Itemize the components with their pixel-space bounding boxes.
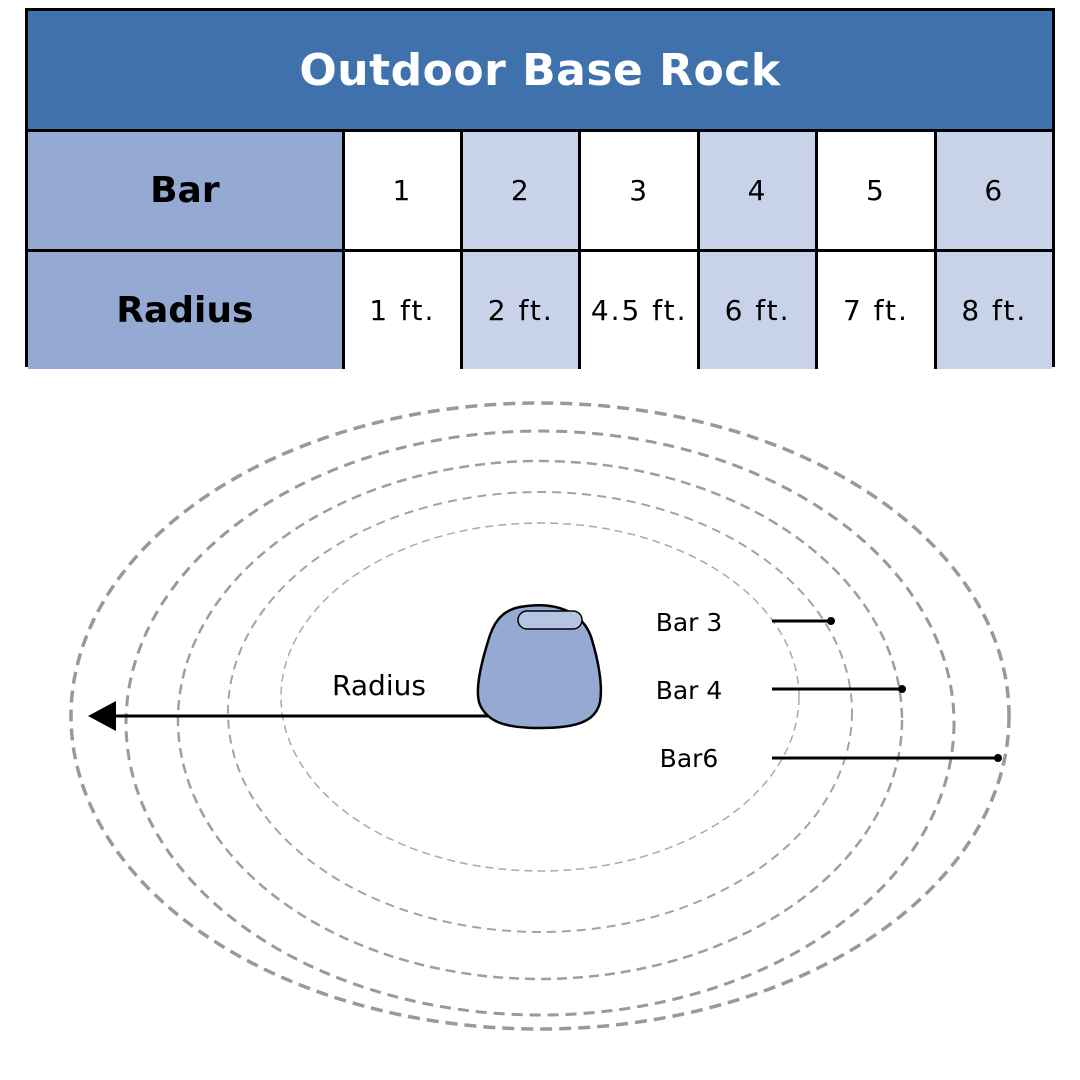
bar-6-endpoint xyxy=(994,754,1002,762)
radius-label: Radius xyxy=(332,669,426,702)
radius-cell-3: 4.5 ft. xyxy=(578,252,697,369)
rock-highlight-icon xyxy=(517,610,583,630)
ring-1 xyxy=(280,522,800,872)
radius-cell-1: 1 ft. xyxy=(341,252,461,369)
bar-4-label: Bar 4 xyxy=(656,676,723,705)
radius-cell-6: 8 ft. xyxy=(933,252,1053,369)
bar-cell-5: 5 xyxy=(815,132,934,249)
bar-3-endpoint xyxy=(827,617,835,625)
radius-cell-4: 6 ft. xyxy=(696,252,816,369)
table-title-row: Outdoor Base Rock xyxy=(28,11,1052,132)
radius-arrowhead-icon xyxy=(88,701,116,731)
radius-row-header: Radius xyxy=(28,252,342,369)
rock-icon xyxy=(476,604,603,730)
bar-cell-2: 2 xyxy=(460,132,579,249)
ring-5 xyxy=(69,401,1011,1031)
bar-4-endpoint xyxy=(898,685,906,693)
bar-cell-4: 4 xyxy=(696,132,816,249)
radius-cell-5: 7 ft. xyxy=(815,252,934,369)
ring-2 xyxy=(227,491,853,933)
radius-table: Outdoor Base Rock Bar 1 2 3 4 5 6 Radius… xyxy=(25,8,1055,369)
ring-3 xyxy=(176,459,904,981)
ring-4 xyxy=(124,429,956,1017)
radius-cell-2: 2 ft. xyxy=(460,252,579,369)
bar-6-label: Bar6 xyxy=(660,744,719,773)
bar-cell-1: 1 xyxy=(341,132,461,249)
radius-row: Radius 1 ft. 2 ft. 4.5 ft. 6 ft. 7 ft. 8… xyxy=(28,252,1053,369)
bar-cell-3: 3 xyxy=(578,132,697,249)
bar-cell-6: 6 xyxy=(933,132,1053,249)
bar-row-header: Bar xyxy=(28,132,342,249)
bar-3-label: Bar 3 xyxy=(656,608,723,637)
bar-row: Bar 1 2 3 4 5 6 xyxy=(28,132,1053,252)
table-title: Outdoor Base Rock xyxy=(299,44,781,96)
